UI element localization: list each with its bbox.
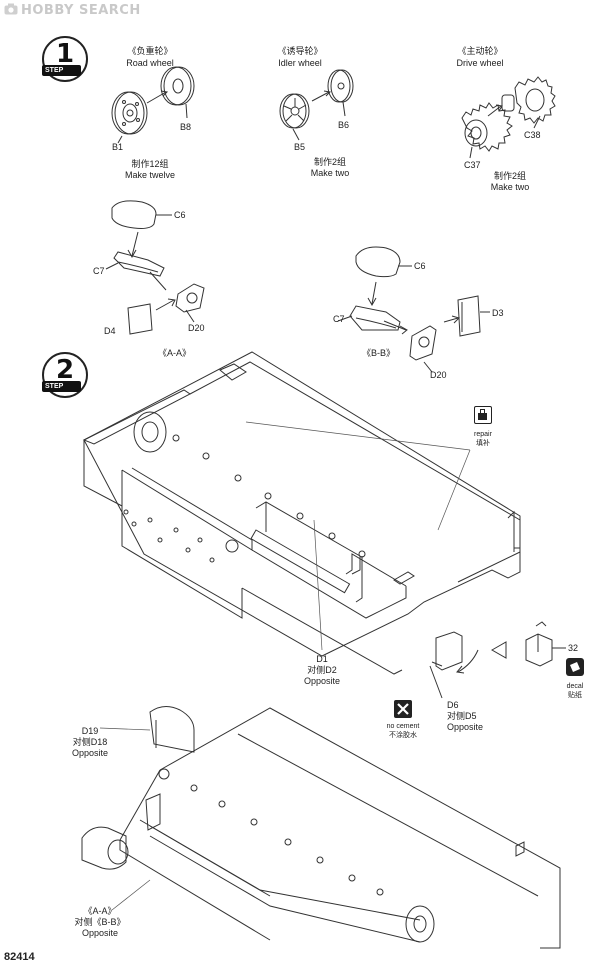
part-c7-b: C7 [333, 314, 345, 324]
drive-wheel-drawing [461, 76, 556, 159]
page-number: 82414 [4, 951, 35, 963]
part-d20-b: D20 [430, 370, 447, 380]
ab-part: 《A-A》 [83, 906, 117, 916]
part-d3: D3 [492, 308, 504, 318]
part-d20-a: D20 [188, 323, 205, 333]
hull-upper-drawing [82, 351, 521, 675]
road-wheel-title-cn: 《负重轮》 [127, 46, 173, 56]
part-b8: B8 [180, 122, 192, 132]
d6-part: D6 [447, 700, 459, 710]
repair-label-cn: 填补 [476, 440, 490, 447]
part-b5: B5 [294, 142, 306, 152]
d1-opposite-en: Opposite [303, 676, 341, 686]
part-c6-b: C6 [414, 261, 426, 271]
d6-opposite-en: Opposite [447, 722, 484, 732]
road-wheel-title-en: Road wheel [126, 58, 174, 68]
idler-wheel-qty-en: Make two [310, 168, 350, 178]
b-b-subassembly-drawing [337, 246, 490, 373]
part-b6: B6 [338, 120, 350, 130]
part-c6-a: C6 [174, 210, 186, 220]
step-2-badge: 2 STEP [42, 352, 88, 398]
d19-opposite-cn: 对侧D18 [72, 737, 108, 747]
d19-part: D19 [81, 726, 99, 736]
part-c7-a: C7 [93, 266, 105, 276]
decal-label-cn: 贴纸 [568, 692, 582, 699]
no-cement-label-cn: 不涂胶水 [389, 732, 417, 739]
big-arrow [490, 641, 507, 659]
road-wheel-qty-cn: 制作12组 [131, 159, 169, 169]
a-a-subassembly-drawing [105, 200, 205, 335]
decal-icon [566, 658, 584, 676]
d6-opposite-cn: 对侧D5 [447, 711, 477, 721]
camera-icon [4, 3, 18, 15]
drive-wheel-qty-cn: 制作2组 [493, 171, 526, 181]
step-1-label: STEP [42, 65, 81, 76]
step-1-number: 1 [55, 39, 75, 69]
d1-part: D1 [316, 654, 328, 664]
watermark-text: HOBBY SEARCH [21, 3, 141, 18]
sub-a-title: 《A-A》 [158, 348, 192, 358]
part-c38: C38 [524, 130, 541, 140]
idler-wheel-qty-cn: 制作2组 [313, 157, 346, 167]
no-cement-label-en: no cement [386, 723, 420, 730]
part-d4: D4 [104, 326, 116, 336]
part-b1: B1 [112, 142, 124, 152]
sub-b-title: 《B-B》 [362, 348, 396, 358]
no-cement-icon [394, 700, 412, 718]
step-1-badge: 1 STEP [42, 36, 88, 82]
idler-wheel-drawing [279, 69, 354, 141]
idler-wheel-title-cn: 《诱导轮》 [277, 46, 323, 56]
decal-label-en: decal [566, 683, 584, 690]
repair-label-en: repair [474, 431, 492, 438]
drive-wheel-title-en: Drive wheel [456, 58, 504, 68]
step-2-label: STEP [42, 381, 81, 392]
repair-icon [474, 406, 492, 424]
part-c37: C37 [464, 160, 481, 170]
idler-wheel-title-en: Idler wheel [278, 58, 322, 68]
hull-lower-drawing [81, 706, 561, 949]
ab-opposite-cn: 对侧《B-B》 [74, 917, 126, 927]
watermark: HOBBY SEARCH [4, 3, 141, 18]
step-2-number: 2 [55, 355, 75, 385]
drive-wheel-title-cn: 《主动轮》 [457, 46, 503, 56]
decal-number: 32 [568, 643, 579, 653]
drive-wheel-qty-en: Make two [490, 182, 530, 192]
road-wheel-qty-en: Make twelve [124, 170, 176, 180]
d1-opposite-cn: 对侧D2 [307, 665, 337, 675]
road-wheel-drawing [111, 66, 195, 144]
d19-opposite-en: Opposite [71, 748, 109, 758]
d6-part-drawing [429, 631, 479, 699]
decal-container-drawing [525, 621, 566, 667]
ab-opposite-en: Opposite [81, 928, 119, 938]
